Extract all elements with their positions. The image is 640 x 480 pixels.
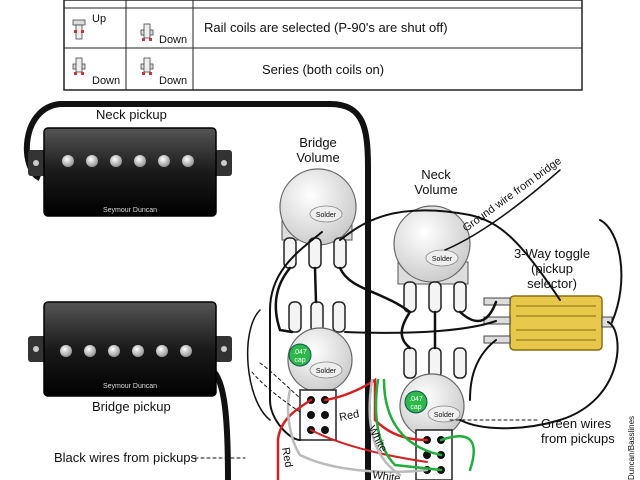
neck-pot-solder-label: Solder [432, 256, 453, 263]
switch-table: Up Down Rail coils are selected (P-90's … [63, 0, 583, 91]
bridge-pickup-label: Bridge pickup [92, 399, 171, 414]
row1-left-switch-position: Up [92, 13, 106, 25]
neck-tone-capacitor: .047 cap [404, 390, 428, 414]
neck-tone-solder-label: Solder [434, 412, 455, 419]
toggle-label-line3: selector) [527, 276, 577, 291]
cap-unit: cap [410, 404, 421, 411]
black-wires-label: Black wires from pickups [54, 450, 198, 465]
green-wires-label-line1: Green wires [541, 416, 612, 431]
cap-value: .047 [293, 349, 307, 356]
neck-pickup-label: Neck pickup [96, 107, 167, 122]
row2-left-switch-position: Down [92, 75, 120, 87]
bridge-pickup-brand: Seymour Duncan [103, 383, 157, 390]
bridge-volume-label-line1: Bridge [299, 135, 337, 150]
neck-volume-label-line1: Neck [421, 167, 451, 182]
three-way-toggle [483, 295, 613, 351]
toggle-label-line1: 3-Way toggle [514, 246, 590, 261]
red-wire-label-left: Red [279, 446, 294, 468]
neck-pickup-cable [23, 101, 371, 480]
red-wire-label-right: Red [338, 408, 360, 424]
neck-volume-label-line2: Volume [414, 182, 457, 197]
bridge-pot-solder-label: Solder [316, 212, 337, 219]
switch-icon [72, 57, 86, 75]
row2-description: Series (both coils on) [262, 62, 384, 77]
wires [194, 169, 623, 480]
row2-right-switch-position: Down [159, 75, 187, 87]
neck-pickup-brand: Seymour Duncan [103, 207, 157, 214]
cap-value: .047 [409, 396, 423, 403]
switch-icon [140, 57, 154, 75]
row1-right-switch-position: Down [159, 34, 187, 46]
switch-icon [140, 23, 154, 41]
bridge-tone-capacitor: .047 cap [288, 343, 312, 367]
row1-description: Rail coils are selected (P-90's are shut… [204, 20, 448, 35]
credit-text: Duncan/Basslines [627, 416, 636, 480]
bridge-volume-label-line2: Volume [296, 150, 339, 165]
ground-wire-label: Ground wire from bridge [461, 155, 564, 234]
switch-icon [72, 19, 86, 40]
bridge-tone-pot: Solder [287, 301, 353, 393]
neck-volume-pot: Solder [393, 205, 471, 313]
neck-pickup: Seymour Duncan [28, 127, 232, 217]
bridge-tone-solder-label: Solder [316, 368, 337, 375]
cap-unit: cap [294, 357, 305, 364]
white-wire-label-bottom: White [372, 469, 402, 480]
bridge-volume-pot: Solder [279, 168, 357, 269]
green-wires-label-line2: from pickups [541, 431, 615, 446]
bridge-pickup: Seymour Duncan [28, 301, 232, 397]
